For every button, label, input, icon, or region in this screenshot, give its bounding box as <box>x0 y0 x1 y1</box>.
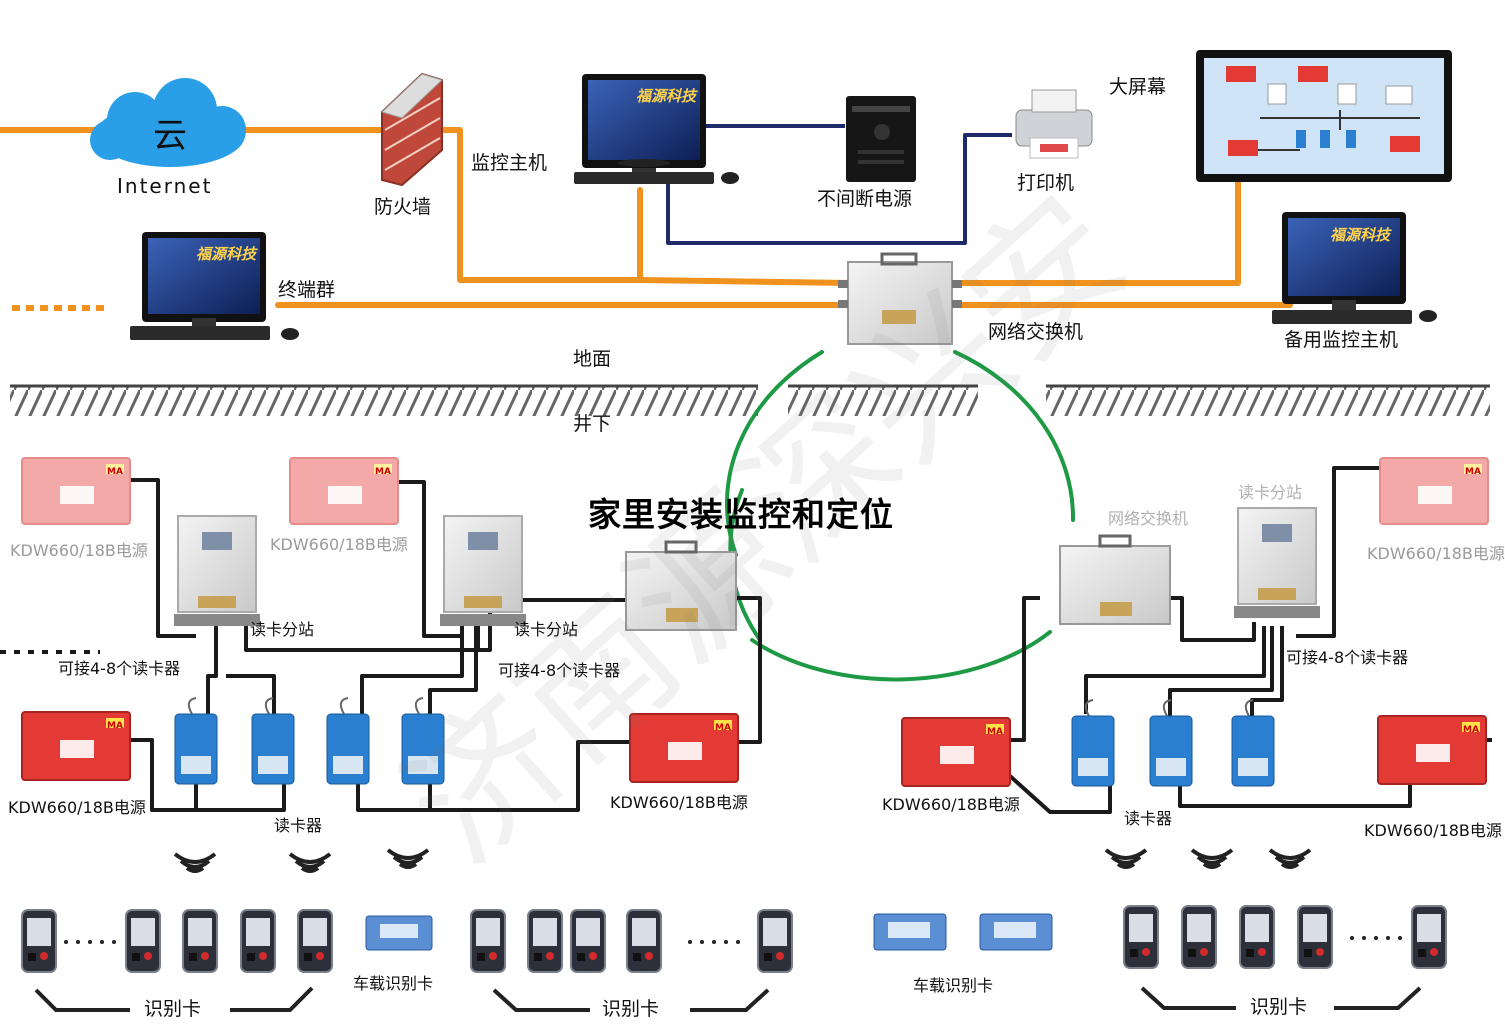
id-card-label-3: 识别卡 <box>1250 996 1308 1018</box>
id-card-l5 <box>297 909 333 973</box>
screen-logo-3: 福源科技 <box>1330 226 1392 244</box>
card-reader-4 <box>401 697 445 785</box>
screen-logo-1: 福源科技 <box>636 87 698 105</box>
ground-label: 地面 <box>573 348 612 370</box>
internet-label: Internet <box>117 174 213 198</box>
badge-ma-1: MA <box>107 467 123 477</box>
firewall-icon <box>381 72 443 187</box>
id-card-label-1: 识别卡 <box>144 998 202 1020</box>
card-reader-substation-1 <box>173 515 261 627</box>
id-card-l7 <box>527 909 563 973</box>
signal-wave-icon-5 <box>1190 848 1234 869</box>
badge-ma-4: MA <box>715 723 731 733</box>
reader-label-right: 读卡器 <box>1124 809 1173 828</box>
substation-label-1: 读卡分站 <box>250 620 315 639</box>
signal-wave-icon-1 <box>173 852 217 873</box>
big-screen-label: 大屏幕 <box>1109 76 1167 98</box>
signal-wave-icon-2 <box>288 852 332 873</box>
card-reader-1 <box>174 697 218 785</box>
underground-label: 井下 <box>573 413 612 435</box>
signal-wave-icon-4 <box>1104 848 1148 869</box>
badge-ma-5: MA <box>987 727 1003 737</box>
vehicle-card-label-right: 车载识别卡 <box>913 976 994 995</box>
vehicle-card-left <box>365 915 433 951</box>
id-card-l4 <box>240 909 276 973</box>
backup-host-label: 备用监控主机 <box>1284 329 1399 351</box>
big-screen-display <box>1196 50 1452 182</box>
id-card-r3 <box>1239 905 1275 969</box>
backup-host-computer <box>1272 212 1437 324</box>
vehicle-card-right-2 <box>979 913 1053 951</box>
printer-label: 打印机 <box>1017 172 1075 194</box>
power-label-1: KDW660/18B电源 <box>8 798 146 817</box>
id-card-r5 <box>1411 905 1447 969</box>
power-label-2: KDW660/18B电源 <box>610 793 748 812</box>
power-label-3: KDW660/18B电源 <box>882 795 1020 814</box>
monitor-host-label: 监控主机 <box>471 152 548 174</box>
ellipsis-dots <box>64 936 1402 944</box>
right-field-cables <box>1006 466 1492 814</box>
card-reader-5 <box>1071 699 1115 787</box>
id-card-r2 <box>1181 905 1217 969</box>
power-faint-label-1: KDW660/18B电源 <box>10 541 148 560</box>
connect-label-2: 可接4-8个读卡器 <box>498 661 621 680</box>
id-card-l9 <box>626 909 662 973</box>
terminal-group-computer <box>130 232 299 340</box>
network-switch-label: 网络交换机 <box>988 321 1084 343</box>
id-card-l1 <box>21 909 57 973</box>
terminal-group-label: 终端群 <box>278 279 336 301</box>
power-faint-label-2: KDW660/18B电源 <box>270 535 408 554</box>
card-reader-substation-3 <box>1233 507 1321 619</box>
firewall-label: 防火墙 <box>374 196 432 218</box>
left-field-cables <box>128 478 762 812</box>
signal-wave-icon-3 <box>386 848 430 869</box>
screen-logo-2: 福源科技 <box>196 245 258 263</box>
vehicle-card-label-left: 车载识别卡 <box>353 974 434 993</box>
network-switch-left <box>624 540 738 632</box>
connect-label-1: 可接4-8个读卡器 <box>58 659 181 678</box>
id-card-l8 <box>570 909 606 973</box>
id-card-l10 <box>757 909 793 973</box>
card-reader-substation-2 <box>439 515 527 627</box>
badge-ma-3: MA <box>107 721 123 731</box>
monitor-host-computer <box>574 74 739 184</box>
id-card-l6 <box>470 909 506 973</box>
switch-faint-label: 网络交换机 <box>1108 509 1189 528</box>
data-cables <box>666 124 1012 245</box>
network-switch-top <box>838 252 962 345</box>
badge-ma-6: MA <box>1463 725 1479 735</box>
vehicle-card-right-1 <box>873 913 947 951</box>
ground-divider <box>10 384 1490 416</box>
id-card-r1 <box>1123 905 1159 969</box>
page-title: 家里安装监控和定位 <box>588 495 894 534</box>
id-card-l3 <box>182 909 218 973</box>
ups-label: 不间断电源 <box>817 188 913 210</box>
cloud-label: 云 <box>153 116 187 156</box>
connect-label-3: 可接4-8个读卡器 <box>1286 648 1409 667</box>
signal-wave-icon-6 <box>1268 848 1312 869</box>
substation-label-2: 读卡分站 <box>514 620 579 639</box>
ethernet-cables <box>0 127 1293 308</box>
id-card-label-2: 识别卡 <box>602 998 660 1020</box>
printer-icon <box>1015 89 1093 159</box>
ups-icon <box>846 96 916 182</box>
internet-cloud <box>90 78 246 167</box>
reader-label-left: 读卡器 <box>274 816 323 835</box>
power-faint-label-3: KDW660/18B电源 <box>1367 544 1505 563</box>
id-card-r4 <box>1297 905 1333 969</box>
power-label-4: KDW660/18B电源 <box>1364 821 1502 840</box>
network-switch-right <box>1058 534 1172 626</box>
badge-ma-2: MA <box>375 467 391 477</box>
id-card-l2 <box>125 909 161 973</box>
badge-ma-7: MA <box>1465 467 1481 477</box>
id-card-brackets <box>34 986 1422 1012</box>
substation-faint-label: 读卡分站 <box>1238 483 1303 502</box>
